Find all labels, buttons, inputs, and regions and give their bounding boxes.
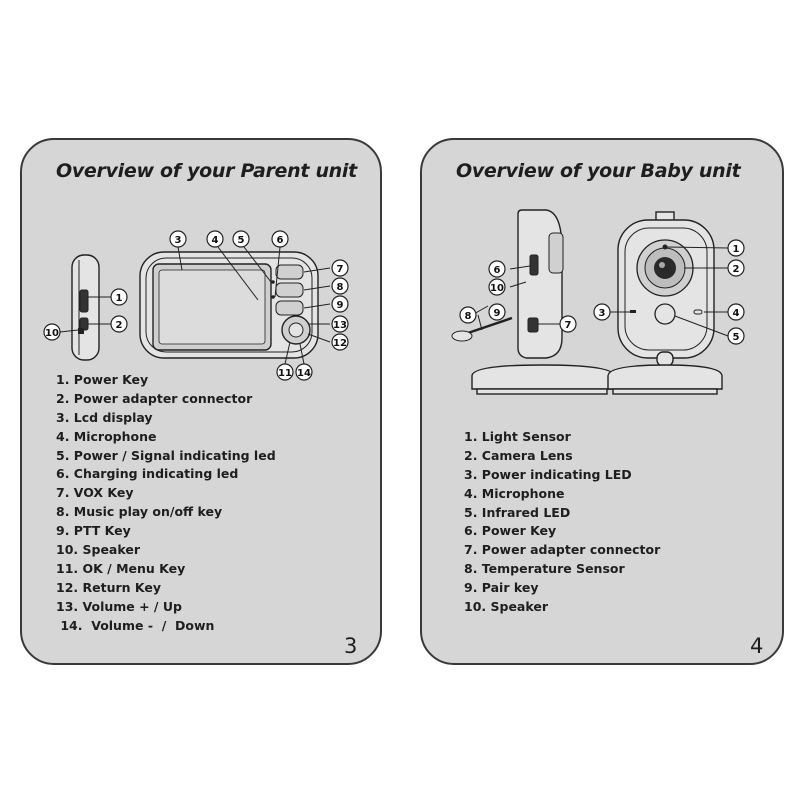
svg-text:5: 5 (238, 235, 245, 246)
parent-unit-diagram: 1 2 10 3 4 5 6 7 8 9 13 12 11 14 (43, 230, 349, 381)
parent-callout-7: 7 (331, 259, 349, 277)
list-item: 5. Infrared LED (464, 504, 571, 520)
list-item: 6. Charging indicating led (56, 466, 239, 482)
baby-callout-8: 8 (459, 306, 477, 324)
list-item: 10. Speaker (464, 599, 548, 615)
list-item: 1. Power Key (56, 372, 149, 387)
list-item: 6. Power Key (464, 523, 557, 539)
parent-callout-14: 14 (295, 363, 313, 381)
svg-text:8: 8 (337, 282, 344, 293)
parent-callout-3: 3 (169, 230, 187, 248)
list-item: 4. Microphone (464, 485, 565, 501)
list-item: 4. Microphone (56, 428, 157, 444)
list-item: 9. Pair key (464, 580, 539, 596)
list-item: 11. OK / Menu Key (56, 560, 186, 576)
parent-callout-9: 9 (331, 295, 349, 313)
svg-text:13: 13 (333, 320, 347, 331)
baby-callout-7: 7 (559, 315, 577, 333)
svg-text:9: 9 (337, 300, 344, 311)
svg-text:7: 7 (565, 320, 572, 331)
svg-text:1: 1 (116, 293, 123, 304)
list-item: 5. Power / Signal indicating led (56, 447, 276, 463)
baby-callout-10: 10 (488, 278, 506, 296)
baby-callout-9: 9 (488, 303, 506, 321)
svg-text:14: 14 (297, 368, 311, 379)
list-item: 3. Power indicating LED (464, 466, 632, 482)
list-item: 12. Return Key (56, 579, 161, 595)
svg-text:4: 4 (212, 235, 219, 246)
svg-text:10: 10 (490, 283, 504, 294)
parent-callout-5: 5 (232, 230, 250, 248)
svg-text:12: 12 (333, 338, 347, 349)
list-item: 7. Power adapter connector (464, 542, 661, 558)
list-item: 9. PTT Key (56, 523, 131, 539)
baby-callouts: 1 2 3 4 5 6 10 9 8 7 (459, 239, 745, 345)
parent-callouts: 1 2 10 3 4 5 6 7 8 9 13 12 11 14 (43, 230, 349, 381)
svg-text:3: 3 (599, 308, 606, 319)
baby-parts-list: 1. Light Sensor 2. Camera Lens 3. Power … (464, 428, 660, 617)
baby-leader-lines (471, 246, 729, 337)
svg-text:2: 2 (733, 264, 740, 275)
parent-callout-6: 6 (271, 230, 289, 248)
list-item: 1. Light Sensor (464, 429, 571, 444)
svg-text:9: 9 (494, 308, 501, 319)
parent-callout-12: 12 (331, 333, 349, 351)
parent-leader-lines (59, 246, 331, 365)
list-item: 8. Music play on/off key (56, 504, 223, 520)
svg-text:8: 8 (465, 311, 472, 322)
list-item: 7. VOX Key (56, 485, 134, 501)
parent-callout-11: 11 (276, 363, 294, 381)
parent-unit-title: Overview of your Parent unit (56, 160, 357, 182)
list-item: 14. Volume - / Down (56, 617, 215, 633)
svg-text:7: 7 (337, 264, 344, 275)
baby-unit-diagram: 1 2 3 4 5 6 10 9 8 7 (451, 209, 745, 395)
svg-text:4: 4 (733, 308, 740, 319)
parent-unit-card: Overview of your Parent unit (20, 138, 382, 665)
parent-callout-10: 10 (43, 323, 61, 341)
svg-text:6: 6 (277, 235, 284, 246)
list-item: 3. Lcd display (56, 409, 153, 425)
baby-callout-5: 5 (727, 327, 745, 345)
svg-text:2: 2 (116, 320, 123, 331)
baby-callout-4: 4 (727, 303, 745, 321)
parent-side-view (71, 254, 100, 361)
baby-callout-2: 2 (727, 259, 745, 277)
parent-callout-2: 2 (110, 315, 128, 333)
parent-callout-13: 13 (331, 315, 349, 333)
svg-text:5: 5 (733, 332, 740, 343)
baby-unit-card: Overview of your Baby unit (420, 138, 784, 665)
parent-parts-list: 1. Power Key 2. Power adapter connector … (56, 371, 276, 635)
list-item: 10. Speaker (56, 542, 140, 558)
parent-callout-4: 4 (206, 230, 224, 248)
parent-callout-8: 8 (331, 277, 349, 295)
list-item: 8. Temperature Sensor (464, 561, 625, 577)
baby-callout-6: 6 (488, 260, 506, 278)
baby-callout-3: 3 (593, 303, 611, 321)
svg-text:6: 6 (494, 265, 501, 276)
svg-text:10: 10 (45, 328, 59, 339)
list-item: 13. Volume + / Up (56, 598, 182, 614)
svg-text:3: 3 (175, 235, 182, 246)
baby-callout-1: 1 (727, 239, 745, 257)
baby-unit-title: Overview of your Baby unit (456, 160, 741, 182)
baby-side-view (451, 209, 615, 395)
parent-callout-1: 1 (110, 288, 128, 306)
list-item: 2. Camera Lens (464, 447, 573, 463)
list-item: 2. Power adapter connector (56, 390, 253, 406)
page-number: 3 (344, 634, 358, 658)
page-number: 4 (750, 634, 764, 658)
parent-front-view (139, 251, 319, 359)
svg-text:11: 11 (278, 368, 292, 379)
svg-text:1: 1 (733, 244, 740, 255)
baby-front-view (607, 211, 723, 395)
